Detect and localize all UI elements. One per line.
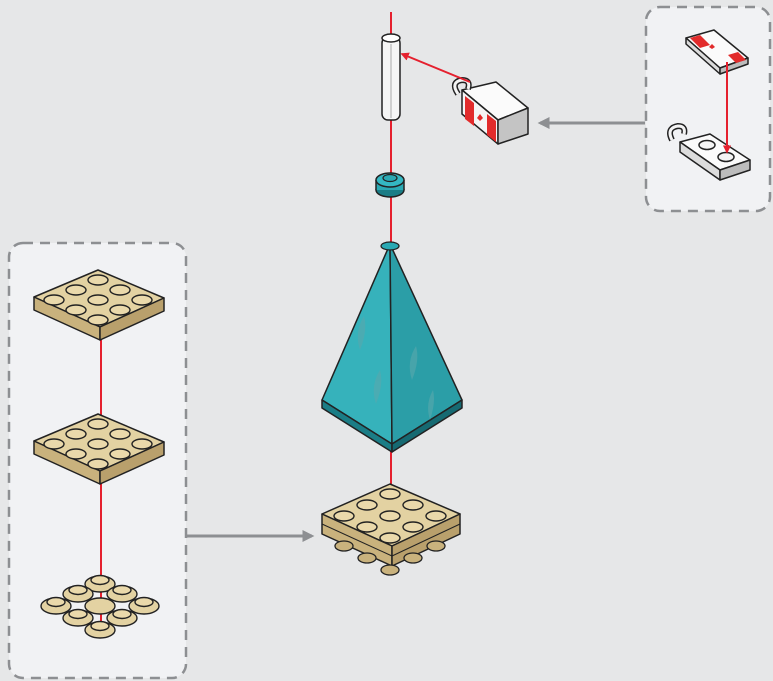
tile-1x2-canada-flag xyxy=(685,29,749,75)
subassembly-panel-base xyxy=(7,241,188,680)
base-assembly xyxy=(321,483,461,576)
subassembly-panel-flag xyxy=(644,5,772,213)
red-arrow-icon xyxy=(400,52,471,83)
flag-tile-assembly xyxy=(451,76,529,145)
plate-2x2-tan-top xyxy=(33,269,165,341)
antenna-bar xyxy=(381,33,401,121)
round-plates-1x1-tan xyxy=(40,574,160,639)
round-plate-teal xyxy=(375,172,405,198)
plate-2x2-tan-middle xyxy=(33,413,165,485)
cone-slope-teal xyxy=(321,241,463,453)
